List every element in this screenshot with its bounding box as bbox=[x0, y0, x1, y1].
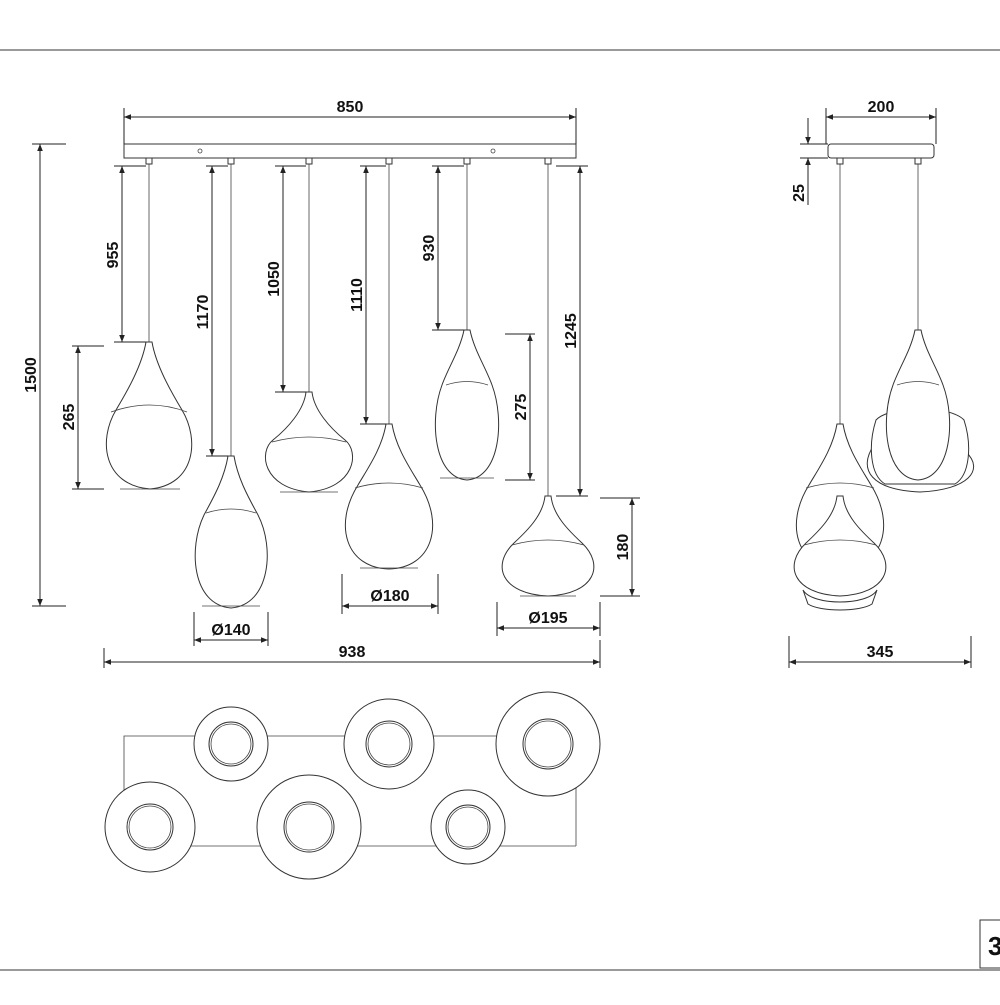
pendant-shade-2 bbox=[194, 455, 268, 609]
side-canopy bbox=[827, 143, 935, 159]
dim-cable-4: 1110 bbox=[349, 278, 366, 312]
pendant-shade-1 bbox=[105, 341, 193, 490]
page-marker: 3 bbox=[988, 931, 1000, 961]
dim-cable-2: 1170 bbox=[195, 295, 212, 330]
dim-cable-3: 1050 bbox=[266, 261, 283, 297]
shade-top-2 bbox=[343, 698, 435, 790]
side-view: 200 25 345 bbox=[788, 99, 975, 668]
dim-cable-1: 955 bbox=[105, 242, 122, 269]
shade-top-6 bbox=[430, 789, 506, 865]
dim-total-height: 1500 bbox=[23, 357, 40, 393]
canopy-bar bbox=[123, 143, 577, 159]
pendant-shade-5 bbox=[434, 329, 500, 481]
dim-shade-height-5: 275 bbox=[513, 394, 530, 421]
dim-overall-width: 938 bbox=[339, 644, 366, 661]
pendant-shade-3 bbox=[265, 391, 353, 493]
side-shade-teardrop bbox=[885, 329, 951, 481]
side-shade-onion bbox=[793, 495, 887, 597]
shade-top-1 bbox=[193, 706, 269, 782]
dim-cable-5: 930 bbox=[421, 235, 438, 262]
shade-top-5 bbox=[256, 774, 362, 880]
dim-canopy-length: 850 bbox=[337, 99, 364, 116]
top-view bbox=[104, 691, 601, 880]
dim-diameter-4: Ø180 bbox=[370, 588, 409, 605]
shade-top-3 bbox=[495, 691, 601, 797]
shade-top-4 bbox=[104, 781, 196, 873]
dim-cable-6: 1245 bbox=[563, 313, 580, 349]
dim-diameter-2: Ø140 bbox=[211, 622, 250, 639]
dim-side-canopy-width: 200 bbox=[868, 99, 895, 116]
dim-shade-height-1: 265 bbox=[61, 404, 78, 431]
dim-shade-height-6: 180 bbox=[615, 534, 632, 561]
dim-canopy-thickness: 25 bbox=[791, 184, 808, 202]
dim-diameter-6: Ø195 bbox=[528, 610, 567, 627]
canopy-screw bbox=[490, 148, 496, 154]
pendant-shade-6 bbox=[501, 495, 595, 597]
canopy-screw bbox=[197, 148, 203, 154]
pendant-shade-4 bbox=[344, 423, 434, 570]
dim-side-overall-width: 345 bbox=[867, 644, 894, 661]
page-marker-box bbox=[979, 919, 1000, 969]
front-view: 850 1500 955 265 1170 1050 1110 bbox=[23, 99, 640, 668]
